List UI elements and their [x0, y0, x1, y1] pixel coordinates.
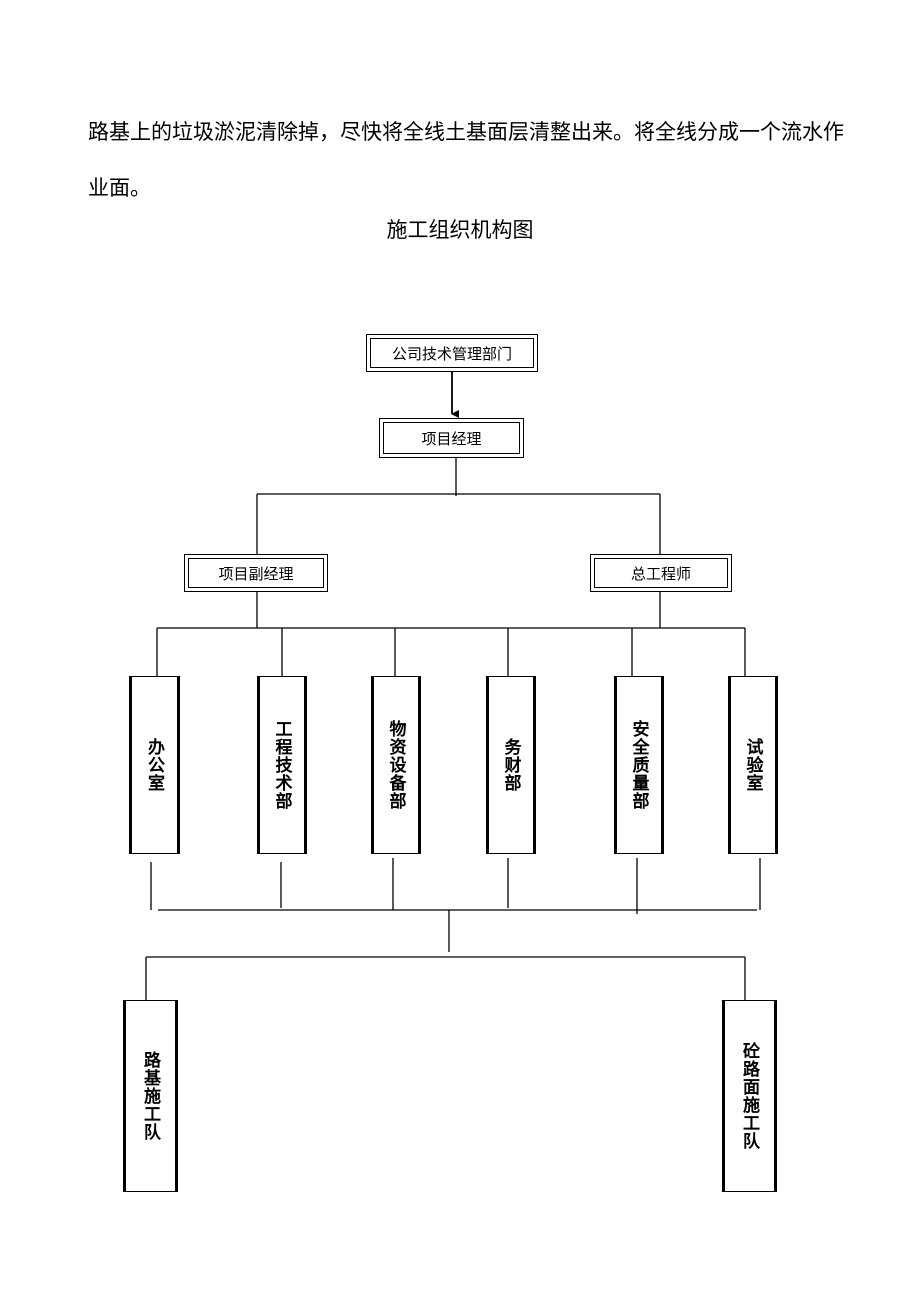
node-label: 物资设备部: [385, 720, 406, 810]
node-office: 办公室: [129, 676, 180, 854]
node-label: 项目副经理: [218, 564, 294, 583]
node-safety-quality-dept: 安全质量部: [614, 676, 664, 854]
node-chief-engineer: 总工程师: [590, 554, 732, 592]
node-label: 务财部: [500, 738, 521, 792]
node-pavement-team: 砼路面施工队: [722, 1000, 777, 1192]
node-company-tech-dept: 公司技术管理部门: [366, 334, 538, 372]
node-label: 办公室: [144, 738, 164, 792]
node-label: 公司技术管理部门: [391, 344, 512, 363]
node-roadbed-team: 路基施工队: [123, 1000, 178, 1192]
node-label: 安全质量部: [628, 720, 649, 810]
node-engineering-dept: 工程技术部: [257, 676, 307, 854]
node-label: 工程技术部: [271, 720, 292, 810]
node-label: 路基施工队: [140, 1051, 160, 1141]
node-label: 项目经理: [421, 429, 482, 448]
node-laboratory: 试验室: [728, 676, 778, 854]
node-inner-border: [188, 558, 324, 588]
node-project-manager: 项目经理: [379, 418, 524, 458]
intro-paragraph: 路基上的垃圾淤泥清除掉，尽快将全线土基面层清整出来。将全线分成一个流水作业面。: [88, 120, 844, 200]
node-inner-border: [383, 422, 520, 454]
node-finance-dept: 务财部: [486, 676, 536, 854]
node-label: 砼路面施工队: [739, 1042, 759, 1150]
node-label: 总工程师: [630, 564, 691, 583]
node-inner-border: [594, 558, 728, 588]
node-label: 试验室: [742, 738, 763, 792]
node-deputy-manager: 项目副经理: [184, 554, 328, 592]
chart-title: 施工组织机构图: [386, 218, 534, 242]
node-materials-dept: 物资设备部: [371, 676, 421, 854]
node-inner-border: [370, 338, 534, 368]
